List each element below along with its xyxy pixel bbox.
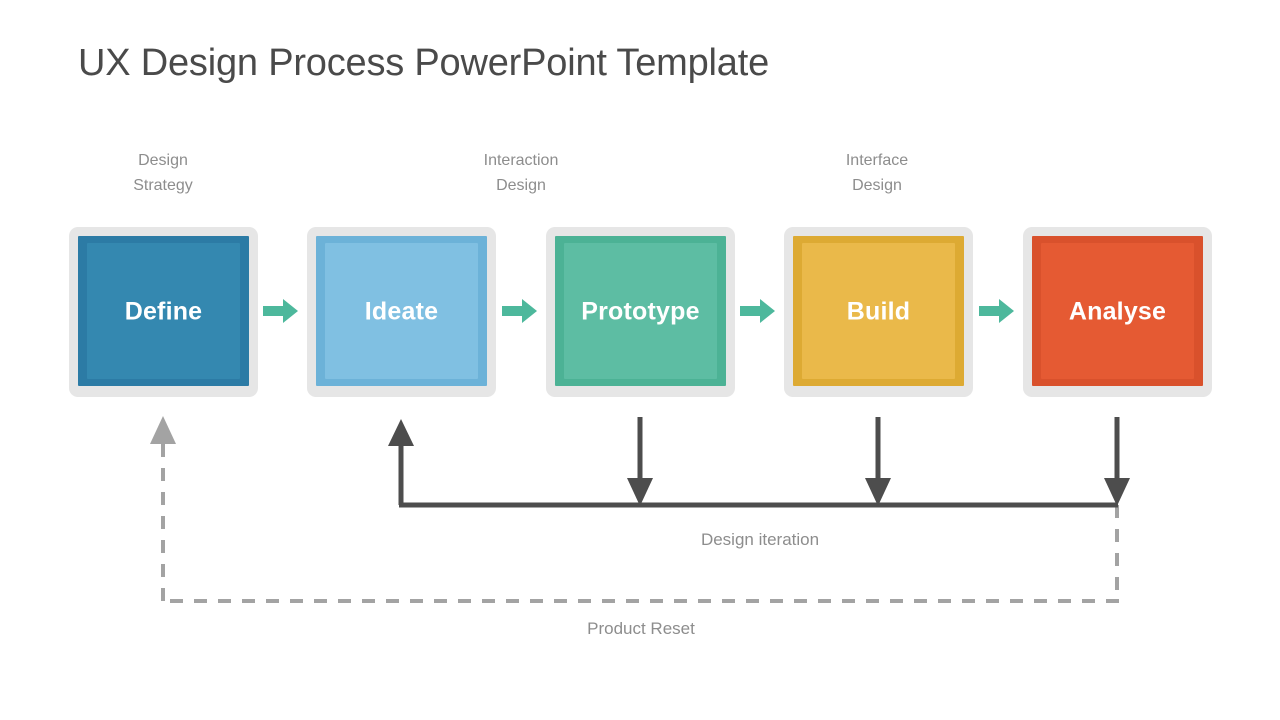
product-reset-loop (150, 416, 1119, 603)
stage-box-analyse[interactable]: Analyse (1023, 227, 1212, 397)
phase-label-design-strategy: Design Strategy (133, 152, 193, 194)
phase-label-interface-design: Interface Design (845, 152, 909, 194)
arrow-right-icon (740, 296, 776, 326)
arrow-up-icon (388, 419, 414, 446)
stage-bevel (1041, 243, 1194, 379)
arrow-down-icon (1104, 478, 1130, 506)
loop-caption-product-reset: Product Reset (587, 619, 695, 638)
arrow-right-icon (979, 296, 1015, 326)
stage-bevel (564, 243, 717, 379)
arrow-right-icon (263, 296, 299, 326)
phase-label-interaction-design: Interaction Design (483, 152, 559, 194)
stage-box-ideate[interactable]: Ideate (307, 227, 496, 397)
stage-bevel (325, 243, 478, 379)
arrow-right-icon (502, 296, 538, 326)
stage-box-build[interactable]: Build (784, 227, 973, 397)
stage-bevel (87, 243, 240, 379)
design-iteration-loop (388, 417, 1130, 508)
arrow-up-icon (150, 416, 176, 444)
stage-box-define[interactable]: Define (69, 227, 258, 397)
arrow-down-icon (865, 478, 891, 506)
page-title: UX Design Process PowerPoint Template (78, 42, 769, 84)
loop-caption-design-iteration: Design iteration (700, 530, 820, 549)
stage-bevel (802, 243, 955, 379)
arrow-down-icon (627, 478, 653, 506)
stage-box-prototype[interactable]: Prototype (546, 227, 735, 397)
